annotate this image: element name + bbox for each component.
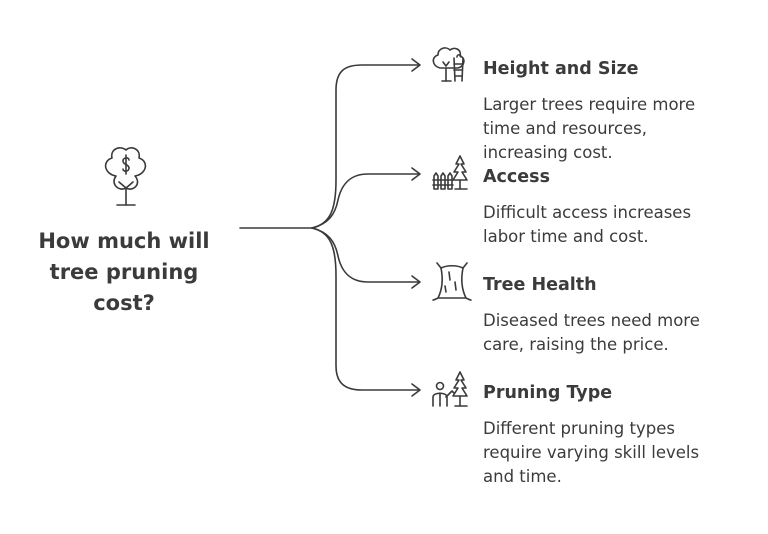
description-line: time and resources,: [483, 119, 648, 138]
connector-pruning-type: [311, 227, 419, 391]
tree-ladder-icon: [432, 47, 465, 82]
central-question-line: cost?: [93, 291, 155, 315]
connector-access: [311, 173, 419, 229]
branch-title-access: Access: [483, 167, 550, 187]
description-line: require varying skill levels: [483, 443, 700, 462]
description-line: increasing cost.: [483, 143, 613, 162]
branch-title-tree-health: Tree Health: [483, 275, 597, 295]
arrowhead-icon: [411, 275, 421, 289]
money-tree-icon: [104, 147, 147, 206]
description-line: and time.: [483, 467, 562, 486]
description-line: labor time and cost.: [483, 227, 649, 246]
description-line: Different pruning types: [483, 419, 675, 438]
connector-lines: [239, 64, 419, 391]
branch-description-pruning-type: Different pruning types require varying …: [483, 417, 699, 489]
branch-description-tree-health: Diseased trees need more care, raising t…: [483, 309, 700, 357]
central-question-line: How much will: [38, 229, 210, 253]
description-line: Diseased trees need more: [483, 311, 700, 330]
fence-tree-icon: [432, 155, 468, 190]
arrowheads: [411, 58, 421, 397]
tree-stump-icon: [432, 262, 472, 301]
description-line: Difficult access increases: [483, 203, 692, 222]
central-question-line: tree pruning: [49, 260, 199, 284]
arrowhead-icon: [411, 383, 421, 397]
arrowhead-icon: [411, 167, 421, 181]
branch-title-height-and-size: Height and Size: [483, 59, 639, 79]
central-question: How much will tree pruning cost?: [14, 226, 234, 319]
connector-height-and-size: [311, 64, 419, 229]
connector-tree-health: [311, 227, 419, 283]
branch-description-access: Difficult access increases labor time an…: [483, 201, 691, 249]
branch-title-pruning-type: Pruning Type: [483, 383, 613, 403]
description-line: Larger trees require more: [483, 95, 696, 114]
gardener-tree-icon: [432, 371, 468, 407]
description-line: care, raising the price.: [483, 335, 669, 354]
branch-description-height-and-size: Larger trees require more time and resou…: [483, 93, 695, 165]
arrowhead-icon: [411, 58, 421, 72]
